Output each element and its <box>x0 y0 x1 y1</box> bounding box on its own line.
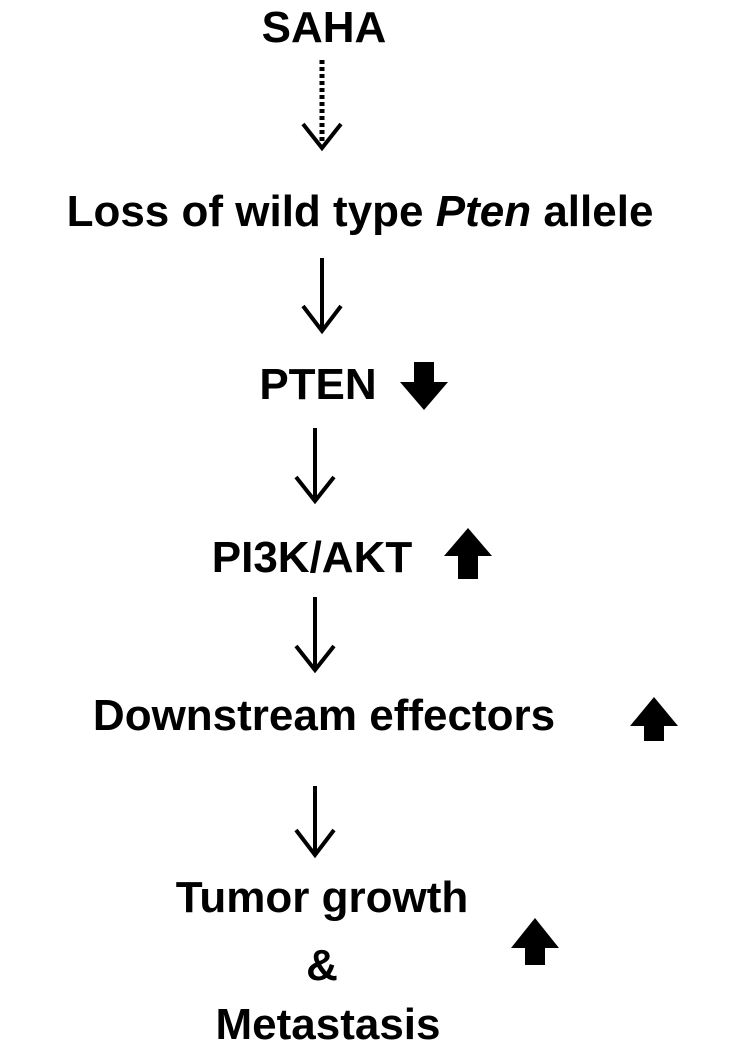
node-pi3k-akt: PI3K/AKT <box>211 533 413 582</box>
pten-gene-name: Pten <box>435 187 532 236</box>
node-loss-of-pten-allele: Loss of wild type Pten allele <box>67 190 654 234</box>
up-arrow-icon <box>630 697 678 741</box>
node-ampersand: & <box>306 941 338 990</box>
down-arrow-icon <box>400 362 448 410</box>
node-downstream-effectors: Downstream effectors <box>92 691 556 740</box>
connector-saha-to-loss <box>301 60 343 152</box>
connector-pi3k-to-downstream <box>294 597 336 674</box>
node-pten: PTEN <box>259 360 377 409</box>
connector-loss-to-pten <box>301 258 343 335</box>
connector-downstream-to-tumor <box>294 786 336 859</box>
up-arrow-icon <box>511 918 559 965</box>
loss-prefix-text: Loss of wild type <box>66 187 436 236</box>
node-metastasis: Metastasis <box>215 1000 441 1049</box>
loss-suffix-text: allele <box>531 187 654 236</box>
up-arrow-icon <box>444 528 492 579</box>
node-saha: SAHA <box>261 3 387 52</box>
connector-pten-to-pi3k <box>294 428 336 505</box>
node-tumor-growth: Tumor growth <box>175 873 469 922</box>
